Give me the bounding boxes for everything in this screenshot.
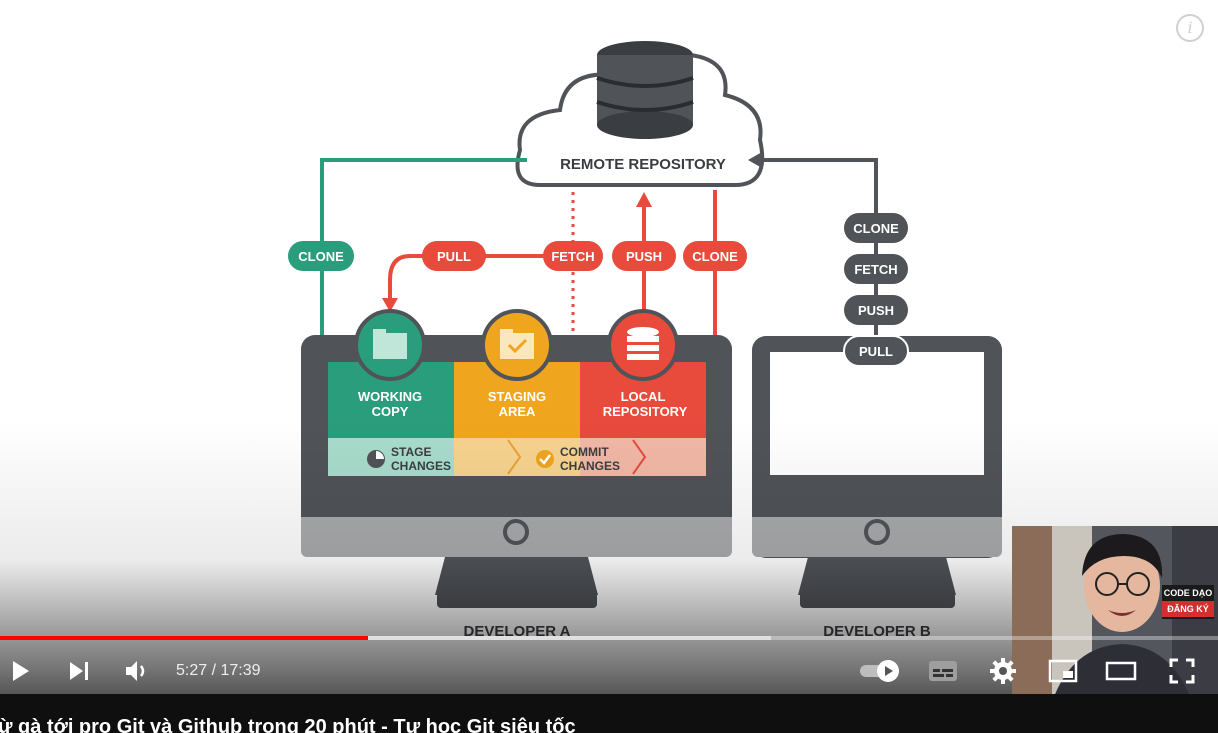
local-database-icon (607, 309, 679, 381)
dev-b-pill-fetch: FETCH (844, 254, 908, 284)
buffered-bar (0, 636, 771, 640)
local-repository-label-1: LOCAL (621, 389, 666, 404)
staging-folder-icon (481, 309, 553, 381)
theater-mode-icon (1105, 661, 1137, 681)
video-title[interactable]: ừ gà tới pro Git và Github trong 20 phút… (0, 716, 576, 733)
remote-repository-label: REMOTE REPOSITORY (560, 156, 726, 173)
theater-mode-button[interactable] (1098, 648, 1144, 694)
svg-text:PUSH: PUSH (626, 249, 662, 264)
play-button[interactable] (0, 648, 40, 694)
play-icon (13, 661, 29, 681)
pull-pill: PULL (422, 241, 486, 271)
stage-changes-icon (367, 450, 385, 468)
channel-name: CODE DẠO (1163, 588, 1213, 598)
svg-text:CLONE: CLONE (692, 249, 738, 264)
stage-changes-label-1: STAGE (391, 445, 431, 459)
settings-button[interactable] (980, 648, 1026, 694)
developer-b-monitor (752, 336, 1002, 608)
svg-text:CLONE: CLONE (298, 249, 344, 264)
fetch-pill: FETCH (543, 241, 603, 271)
working-copy-folder-icon (354, 309, 426, 381)
played-bar (0, 636, 368, 640)
clone-right-pill: CLONE (683, 241, 747, 271)
next-button[interactable] (56, 648, 102, 694)
dev-b-pill-push: PUSH (844, 295, 908, 325)
stage-changes-label-2: CHANGES (391, 459, 451, 473)
working-copy-label-1: WORKING (358, 389, 422, 404)
svg-text:FETCH: FETCH (854, 262, 897, 277)
svg-text:FETCH: FETCH (551, 249, 594, 264)
staging-area-label-1: STAGING (488, 389, 546, 404)
local-repository-label-2: REPOSITORY (603, 404, 688, 419)
dev-b-pill-clone: CLONE (844, 213, 908, 243)
staging-area-label-2: AREA (499, 404, 536, 419)
control-bar: 5:27 / 17:39 (0, 648, 1218, 694)
fullscreen-button[interactable] (1158, 648, 1206, 694)
svg-text:PULL: PULL (859, 344, 893, 359)
gear-icon (990, 658, 1016, 684)
svg-text:PULL: PULL (437, 249, 471, 264)
progress-bar[interactable] (0, 636, 1218, 640)
commit-check-icon (536, 450, 554, 468)
subtitles-icon (929, 661, 957, 681)
push-pill: PUSH (612, 241, 676, 271)
channel-badge[interactable]: CODE DẠO ĐĂNG KÝ (1162, 585, 1214, 619)
next-icon (70, 662, 88, 680)
volume-icon (126, 661, 145, 681)
subscribe-label: ĐĂNG KÝ (1162, 601, 1214, 617)
miniplayer-icon (1048, 659, 1078, 683)
autoplay-toggle-icon (860, 660, 899, 682)
presenter-video (1012, 526, 1218, 702)
info-icon[interactable]: i (1176, 14, 1204, 42)
volume-button[interactable] (114, 648, 160, 694)
autoplay-toggle[interactable] (856, 648, 904, 694)
svg-text:PUSH: PUSH (858, 303, 894, 318)
dev-b-pill-pull: PULL (843, 335, 909, 367)
commit-changes-label-1: COMMIT (560, 445, 609, 459)
svg-text:CLONE: CLONE (853, 221, 899, 236)
time-display: 5:27 / 17:39 (176, 662, 261, 679)
clone-left-pill: CLONE (288, 241, 354, 271)
cloud-icon (515, 41, 765, 187)
video-title-strip: ừ gà tới pro Git và Github trong 20 phút… (0, 694, 1218, 733)
miniplayer-button[interactable] (1040, 648, 1086, 694)
subtitles-button[interactable] (920, 648, 966, 694)
commit-changes-label-2: CHANGES (560, 459, 620, 473)
working-copy-label-2: COPY (372, 404, 409, 419)
fullscreen-icon (1169, 658, 1195, 684)
